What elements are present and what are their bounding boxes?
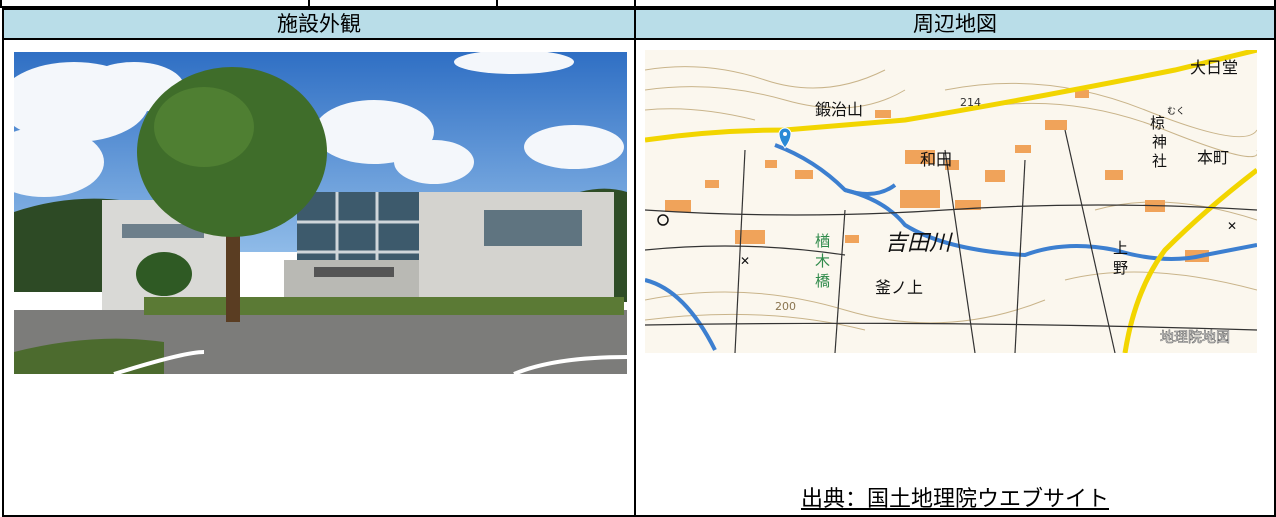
map-label-shrine-b: 神: [1152, 133, 1167, 151]
top-border-strip: [0, 0, 1276, 8]
border-tick: [308, 0, 310, 6]
parking-line: [513, 355, 627, 374]
surrounding-map: 鍛治山 大日堂 214 椋 むく 神 社 本町 和田 吉田川 上 野 釜ノ上 楢…: [645, 50, 1257, 353]
map-label-oohinado: 大日堂: [1190, 58, 1238, 77]
rivers: [645, 143, 1257, 351]
exterior-cell: [2, 38, 636, 517]
parking-line: [113, 350, 205, 374]
window-right: [484, 210, 582, 246]
map-label-honmachi: 本町: [1197, 148, 1229, 167]
local-roads: [645, 129, 1257, 353]
map-label-bridge-2: 木: [815, 252, 830, 270]
location-pin-icon: [778, 127, 792, 149]
contour-lines: [645, 66, 1257, 331]
location-pin-dot: [783, 132, 787, 136]
facility-photo: [14, 52, 627, 374]
post-office-icon: [657, 214, 669, 226]
map-label-kamanoue: 釜ノ上: [875, 278, 923, 297]
tree-trunk: [226, 212, 240, 322]
map-source-credit: 出典：国土地理院ウエブサイト: [800, 487, 1109, 512]
header-exterior: 施設外観: [2, 8, 636, 40]
map-label-shrine-c: 社: [1152, 152, 1167, 170]
map-label-shrine-a: 椋: [1150, 114, 1165, 132]
pine-tree: [136, 252, 192, 296]
map-label-bridge-1: 楢: [815, 232, 830, 250]
gsi-map-badge: 地理院地図: [1160, 330, 1230, 346]
map-label-kamino-1: 上: [1113, 239, 1128, 257]
border-tick: [496, 0, 498, 6]
facility-info-table: 施設外観 周辺地図: [2, 8, 1276, 517]
border-tick: [1274, 0, 1276, 6]
school-icon: ✕: [740, 254, 750, 268]
entrance-sign: [314, 267, 394, 277]
map-label-yoshida-river: 吉田川: [885, 231, 953, 256]
border-tick: [0, 0, 2, 6]
main-road: [645, 50, 1257, 353]
map-label-contour: 200: [775, 300, 796, 313]
map-label-route: 214: [960, 96, 981, 109]
shrubs-left: [14, 338, 164, 374]
map-label-bridge-3: 橋: [815, 272, 830, 290]
map-label-shrine-ruby: むく: [1167, 106, 1185, 117]
border-tick: [634, 0, 636, 6]
hedge: [144, 297, 624, 315]
header-map: 周辺地図: [634, 8, 1276, 40]
map-cell: 鍛治山 大日堂 214 椋 むく 神 社 本町 和田 吉田川 上 野 釜ノ上 楢…: [634, 38, 1276, 517]
map-label-kamino-2: 野: [1113, 259, 1128, 277]
clouds: [14, 52, 624, 197]
tree-canopy-highlight: [154, 87, 254, 167]
school-icon: ✕: [1227, 219, 1237, 233]
map-label-wada: 和田: [920, 150, 952, 169]
map-label-kajiyama: 鍛治山: [815, 100, 863, 119]
window-left: [122, 224, 204, 238]
